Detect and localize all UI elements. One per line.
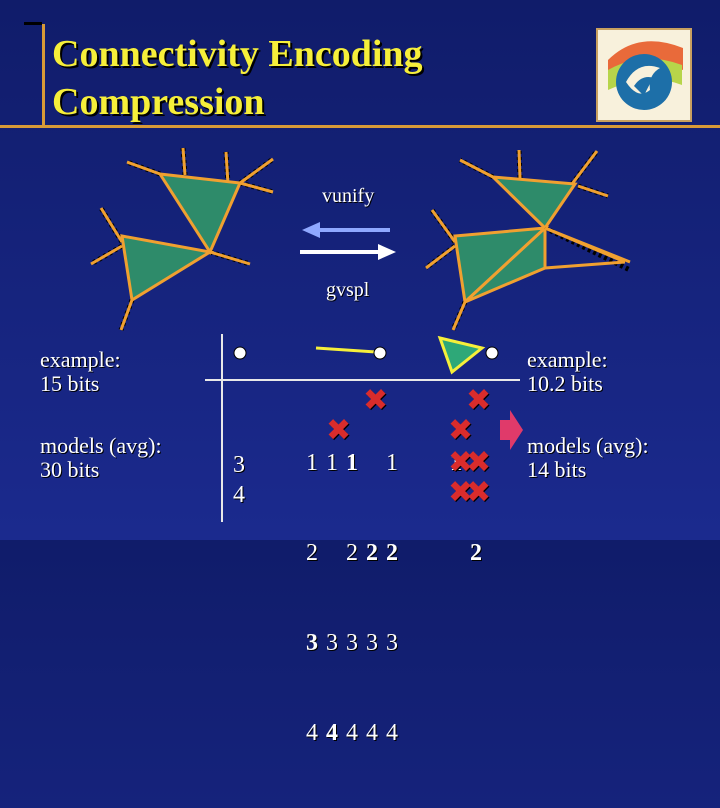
title-horizontal-rule xyxy=(0,125,720,128)
red-pointer-arrow xyxy=(500,410,523,450)
edge-cell: 4 xyxy=(326,720,338,746)
edge-cell: 2 xyxy=(366,540,378,566)
strike-icon: ✖ xyxy=(448,475,474,510)
strike-icon: ✖ xyxy=(466,383,492,418)
unify-arrow xyxy=(302,222,390,238)
header-edge xyxy=(315,346,387,360)
point-column: 3 4 xyxy=(233,450,245,510)
strike-icon: ✖ xyxy=(326,413,352,448)
left-models-value: 30 bits xyxy=(40,457,100,482)
edge-cell: 3 xyxy=(306,630,318,656)
diagram-canvas xyxy=(89,147,632,522)
strike-icon: ✖ xyxy=(363,383,389,418)
header-triangle xyxy=(437,335,499,375)
right-models: models (avg): 14 bits xyxy=(527,434,649,482)
triangle-row: 2 xyxy=(446,538,486,568)
edge-cell: 1 xyxy=(346,450,358,476)
title-line-2: Compression xyxy=(52,81,265,123)
edge-cell: 2 xyxy=(346,540,358,566)
split-label: gvspl xyxy=(326,279,370,301)
edge-cell: 4 xyxy=(346,720,358,746)
edge-cell: 2 xyxy=(306,540,318,566)
title-line-1: Connectivity Encoding xyxy=(52,33,423,75)
edge-cell: 3 xyxy=(326,630,338,656)
edge-cell: 3 xyxy=(346,630,358,656)
edge-cell: 4 xyxy=(366,720,378,746)
slide-title: Connectivity Encoding Compression xyxy=(52,30,552,126)
logo xyxy=(596,28,692,122)
split-arrow xyxy=(300,244,396,260)
corner-accent xyxy=(24,22,42,25)
triangle-row: 1 xyxy=(446,448,486,478)
strike-icon: ✖ xyxy=(466,475,492,510)
left-example: example: 15 bits xyxy=(40,348,121,396)
triangle-row xyxy=(446,718,486,748)
logo-graphic xyxy=(598,30,690,120)
triangle-cell: 1 xyxy=(450,450,462,476)
left-example-label: example: xyxy=(40,347,121,372)
right-models-label: models (avg): xyxy=(527,433,649,458)
edge-cell: 3 xyxy=(386,630,398,656)
edge-cell: 4 xyxy=(306,720,318,746)
triangle-row xyxy=(446,628,486,658)
right-models-value: 14 bits xyxy=(527,457,587,482)
left-models: models (avg): 30 bits xyxy=(40,434,162,482)
right-example: example: 10.2 bits xyxy=(527,348,608,396)
edge-cell: 1 xyxy=(386,450,398,476)
strike-icon: ✖ xyxy=(466,445,492,480)
point-cell: 4 xyxy=(233,482,245,508)
left-models-label: models (avg): xyxy=(40,433,162,458)
mesh-before xyxy=(89,147,275,331)
edge-cell: 1 xyxy=(326,450,338,476)
edge-cell: 4 xyxy=(386,720,398,746)
edge-cell: 1 xyxy=(306,450,318,476)
header-point xyxy=(233,346,247,360)
mesh-after xyxy=(424,149,632,331)
unify-label: vunify xyxy=(322,185,375,207)
point-cell: 3 xyxy=(233,452,245,478)
edge-cell: 3 xyxy=(366,630,378,656)
table-frame xyxy=(205,334,520,522)
slide: Connectivity Encoding Compression xyxy=(0,22,720,746)
strike-icon: ✖ xyxy=(448,445,474,480)
right-example-label: example: xyxy=(527,347,608,372)
edge-cell: 2 xyxy=(386,540,398,566)
right-example-value: 10.2 bits xyxy=(527,371,603,396)
strike-icon: ✖ xyxy=(448,413,474,448)
triangle-cell: 2 xyxy=(470,540,482,566)
title-vertical-rule xyxy=(42,24,45,128)
left-example-value: 15 bits xyxy=(40,371,100,396)
